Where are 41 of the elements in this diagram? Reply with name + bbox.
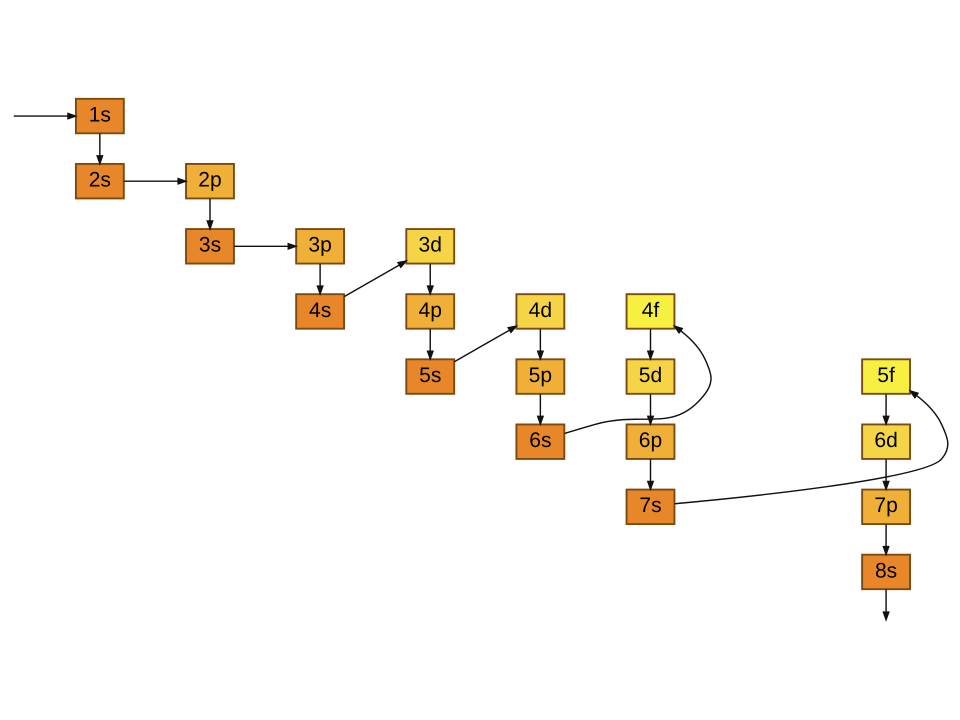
arrow: [646, 394, 654, 426]
node-box: 4f: [626, 293, 676, 330]
arrow: [646, 459, 654, 492]
arrow: [426, 329, 434, 362]
node-box: 6s: [515, 423, 566, 460]
arrow: [14, 112, 78, 120]
arrow: [206, 198, 214, 231]
node-box: 5d: [626, 358, 676, 395]
arrow: [124, 178, 188, 185]
node-box: 3d: [405, 228, 456, 264]
arrow: [536, 329, 544, 362]
node-box: 5s: [405, 358, 456, 395]
node-box: 6d: [861, 423, 911, 460]
node-box: 4p: [405, 293, 456, 330]
arrow: [536, 394, 544, 426]
arrow: [564, 324, 712, 434]
node-box: 3p: [295, 228, 345, 264]
node-box: 5f: [861, 358, 911, 395]
node-box: 8s: [861, 554, 911, 590]
node-box: 4d: [515, 293, 566, 330]
node-box: 7p: [861, 488, 911, 525]
arrow: [344, 260, 408, 298]
node-box: 2p: [185, 163, 235, 200]
arrow: [882, 394, 890, 426]
node-box: 5p: [515, 358, 566, 395]
node-box: 1s: [74, 98, 125, 134]
arrow: [316, 264, 324, 296]
arrow: [674, 390, 948, 504]
arrow: [96, 134, 104, 166]
node-box: 3s: [185, 228, 235, 264]
arrow: [882, 524, 890, 556]
arrow: [646, 329, 654, 362]
arrow: [882, 589, 890, 622]
node-box: 2s: [74, 163, 125, 200]
arrow: [882, 459, 890, 492]
arrow: [426, 264, 434, 296]
node-box: 4s: [295, 293, 345, 330]
node-box: 7s: [626, 488, 676, 525]
node-box: 6p: [626, 423, 676, 460]
arrow: [454, 325, 518, 362]
arrow: [234, 242, 298, 250]
